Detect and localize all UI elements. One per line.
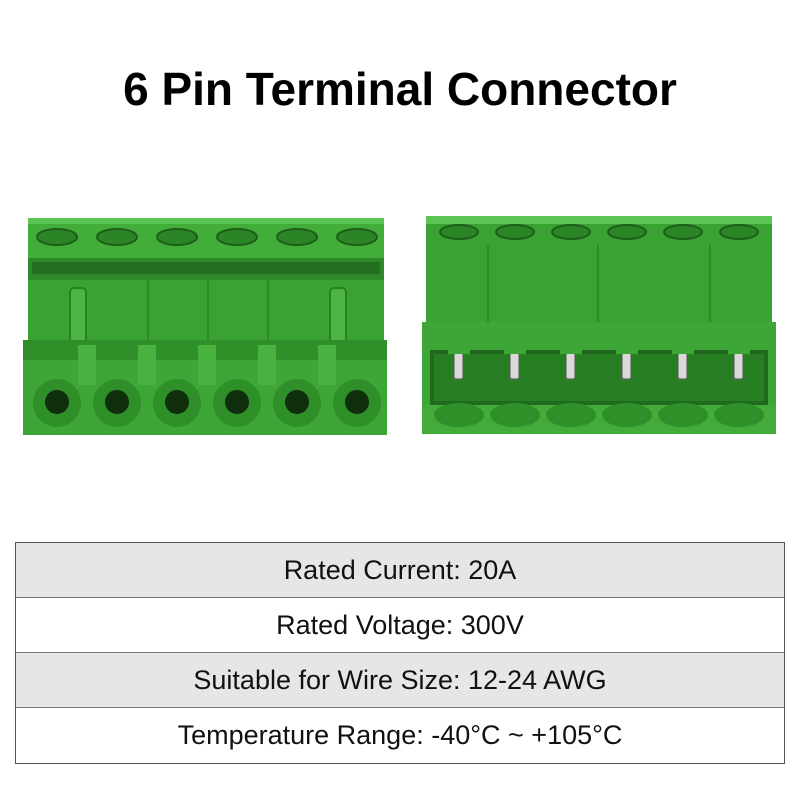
page-title: 6 Pin Terminal Connector <box>123 63 677 115</box>
spec-row-rated-current: Rated Current: 20A <box>16 543 784 598</box>
connector-plug-image <box>23 218 387 435</box>
spec-row-rated-voltage: Rated Voltage: 300V <box>16 598 784 653</box>
spec-row-wire-size: Suitable for Wire Size: 12-24 AWG <box>16 653 784 708</box>
connector-header-image <box>422 216 776 434</box>
spec-row-temperature-range: Temperature Range: -40°C ~ +105°C <box>16 708 784 763</box>
spec-table: Rated Current: 20A Rated Voltage: 300V S… <box>15 542 785 764</box>
